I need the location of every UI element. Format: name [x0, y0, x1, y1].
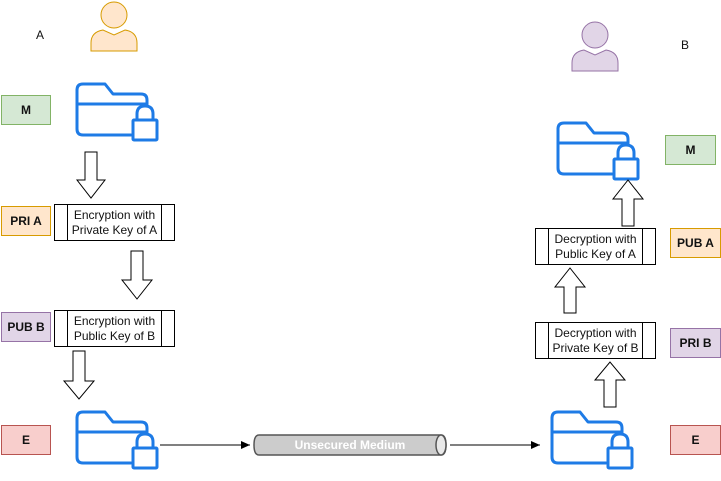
key-tag: PRI A [1, 206, 51, 236]
locked-folder-icon [75, 82, 159, 142]
decryption-process-box: Decryption with Public Key of A [535, 228, 656, 265]
down-arrow-icon [120, 250, 154, 300]
down-arrow-icon [62, 350, 96, 400]
process-label: Decryption with Private Key of B [552, 325, 639, 355]
up-arrow-icon [611, 179, 645, 227]
encrypted-tag: E [1, 425, 51, 455]
up-arrow-icon [593, 361, 627, 408]
locked-folder-icon [75, 410, 159, 470]
key-tag: PUB B [1, 312, 51, 342]
process-label: Encryption with Private Key of A [71, 207, 158, 237]
decryption-process-box: Decryption with Private Key of B [535, 322, 656, 359]
process-label: Decryption with Public Key of A [554, 231, 637, 261]
locked-folder-icon [556, 121, 640, 181]
sender-label: A [36, 28, 45, 42]
up-arrow-icon [553, 267, 587, 314]
encryption-process-box: Encryption with Private Key of A [54, 204, 175, 241]
encrypted-tag: E [670, 425, 721, 455]
message-tag: M [665, 135, 716, 165]
channel-label: Unsecured Medium [294, 438, 406, 452]
message-tag: M [1, 95, 51, 125]
user-b-icon [571, 21, 619, 72]
encryption-process-box: Encryption with Public Key of B [54, 310, 175, 347]
user-a-icon [90, 1, 138, 52]
locked-folder-icon [550, 410, 634, 470]
receiver-label: B [681, 38, 690, 52]
key-tag: PUB A [670, 228, 721, 258]
key-tag: PRI B [670, 328, 721, 358]
down-arrow-icon [75, 151, 107, 199]
process-label: Encryption with Public Key of B [73, 313, 156, 343]
cylinder-pipe-icon [253, 434, 447, 456]
